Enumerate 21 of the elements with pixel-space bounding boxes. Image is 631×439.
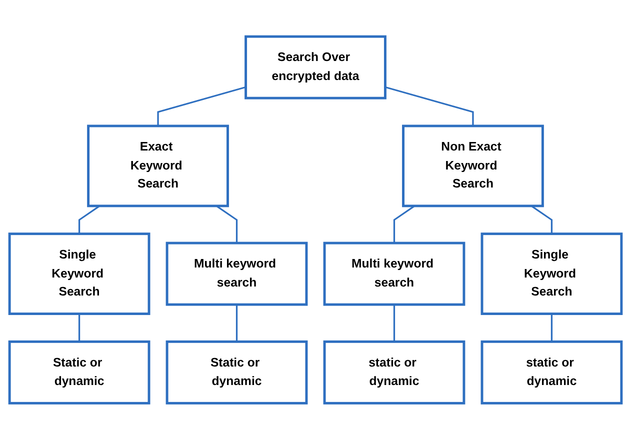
connector bbox=[550, 313, 553, 342]
connector bbox=[393, 204, 416, 243]
node-box: Multi keyword search bbox=[323, 241, 466, 306]
connector bbox=[78, 204, 100, 234]
connector bbox=[236, 304, 238, 342]
node-box: Single Keyword Search bbox=[8, 232, 150, 315]
node-box: Exact Keyword Search bbox=[87, 124, 229, 207]
node-box: static or dynamic bbox=[480, 340, 623, 404]
node-box: Single Keyword Search bbox=[480, 232, 623, 315]
node-box: Multi keyword search bbox=[166, 241, 308, 306]
connector bbox=[393, 304, 396, 342]
node-box: Static or dynamic bbox=[8, 340, 150, 404]
node-box: Non Exact Keyword Search bbox=[402, 124, 544, 207]
connector bbox=[530, 204, 553, 234]
connector bbox=[78, 313, 80, 342]
node-box: Search Over encrypted data bbox=[244, 34, 386, 99]
node-box: static or dynamic bbox=[323, 340, 466, 404]
node-box: Static or dynamic bbox=[166, 340, 308, 404]
connector bbox=[157, 86, 246, 126]
connector bbox=[216, 204, 238, 243]
connector bbox=[385, 86, 474, 126]
